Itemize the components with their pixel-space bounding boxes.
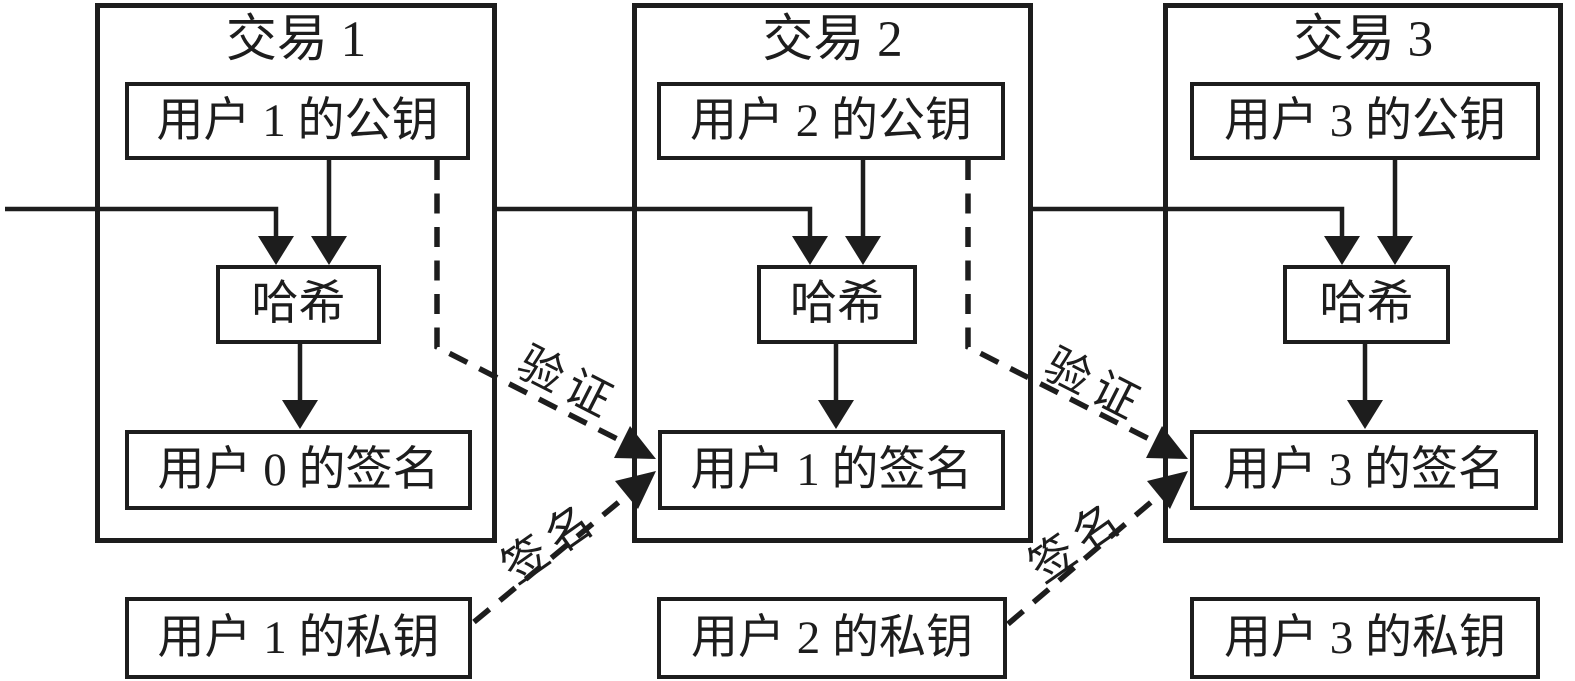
signature-box-1: 用户 0 的签名 bbox=[125, 430, 472, 510]
private-key-box-3: 用户 3 的私钥 bbox=[1190, 597, 1540, 679]
public-key-box-1: 用户 1 的公钥 bbox=[125, 82, 470, 160]
transaction-2-box: 交易 2 用户 2 的公钥 哈希 用户 1 的签名 bbox=[632, 3, 1033, 543]
verify-arrow-label-1: 验证 bbox=[509, 337, 627, 430]
public-key-box-2: 用户 2 的公钥 bbox=[657, 82, 1005, 160]
hash-box-2: 哈希 bbox=[757, 265, 917, 344]
sign-arrow-label-2: 签名 bbox=[1019, 490, 1136, 593]
private-key-box-2: 用户 2 的私钥 bbox=[657, 597, 1007, 679]
transaction-3-title: 交易 3 bbox=[1292, 12, 1434, 68]
sign-arrow-label-1: 签名 bbox=[492, 491, 609, 594]
transaction-1-box: 交易 1 用户 1 的公钥 哈希 用户 0 的签名 bbox=[95, 3, 497, 543]
verify-arrow-label-2: 验证 bbox=[1036, 339, 1154, 432]
transaction-1-title: 交易 1 bbox=[225, 12, 367, 68]
hash-box-3: 哈希 bbox=[1283, 265, 1450, 344]
private-key-box-1: 用户 1 的私钥 bbox=[125, 597, 472, 679]
hash-box-1: 哈希 bbox=[216, 265, 381, 344]
signature-box-2: 用户 1 的签名 bbox=[658, 430, 1005, 510]
public-key-box-3: 用户 3 的公钥 bbox=[1190, 82, 1540, 160]
transaction-3-box: 交易 3 用户 3 的公钥 哈希 用户 3 的签名 bbox=[1163, 3, 1563, 543]
transaction-2-title: 交易 2 bbox=[762, 12, 903, 68]
signature-box-3: 用户 3 的签名 bbox=[1190, 430, 1538, 510]
